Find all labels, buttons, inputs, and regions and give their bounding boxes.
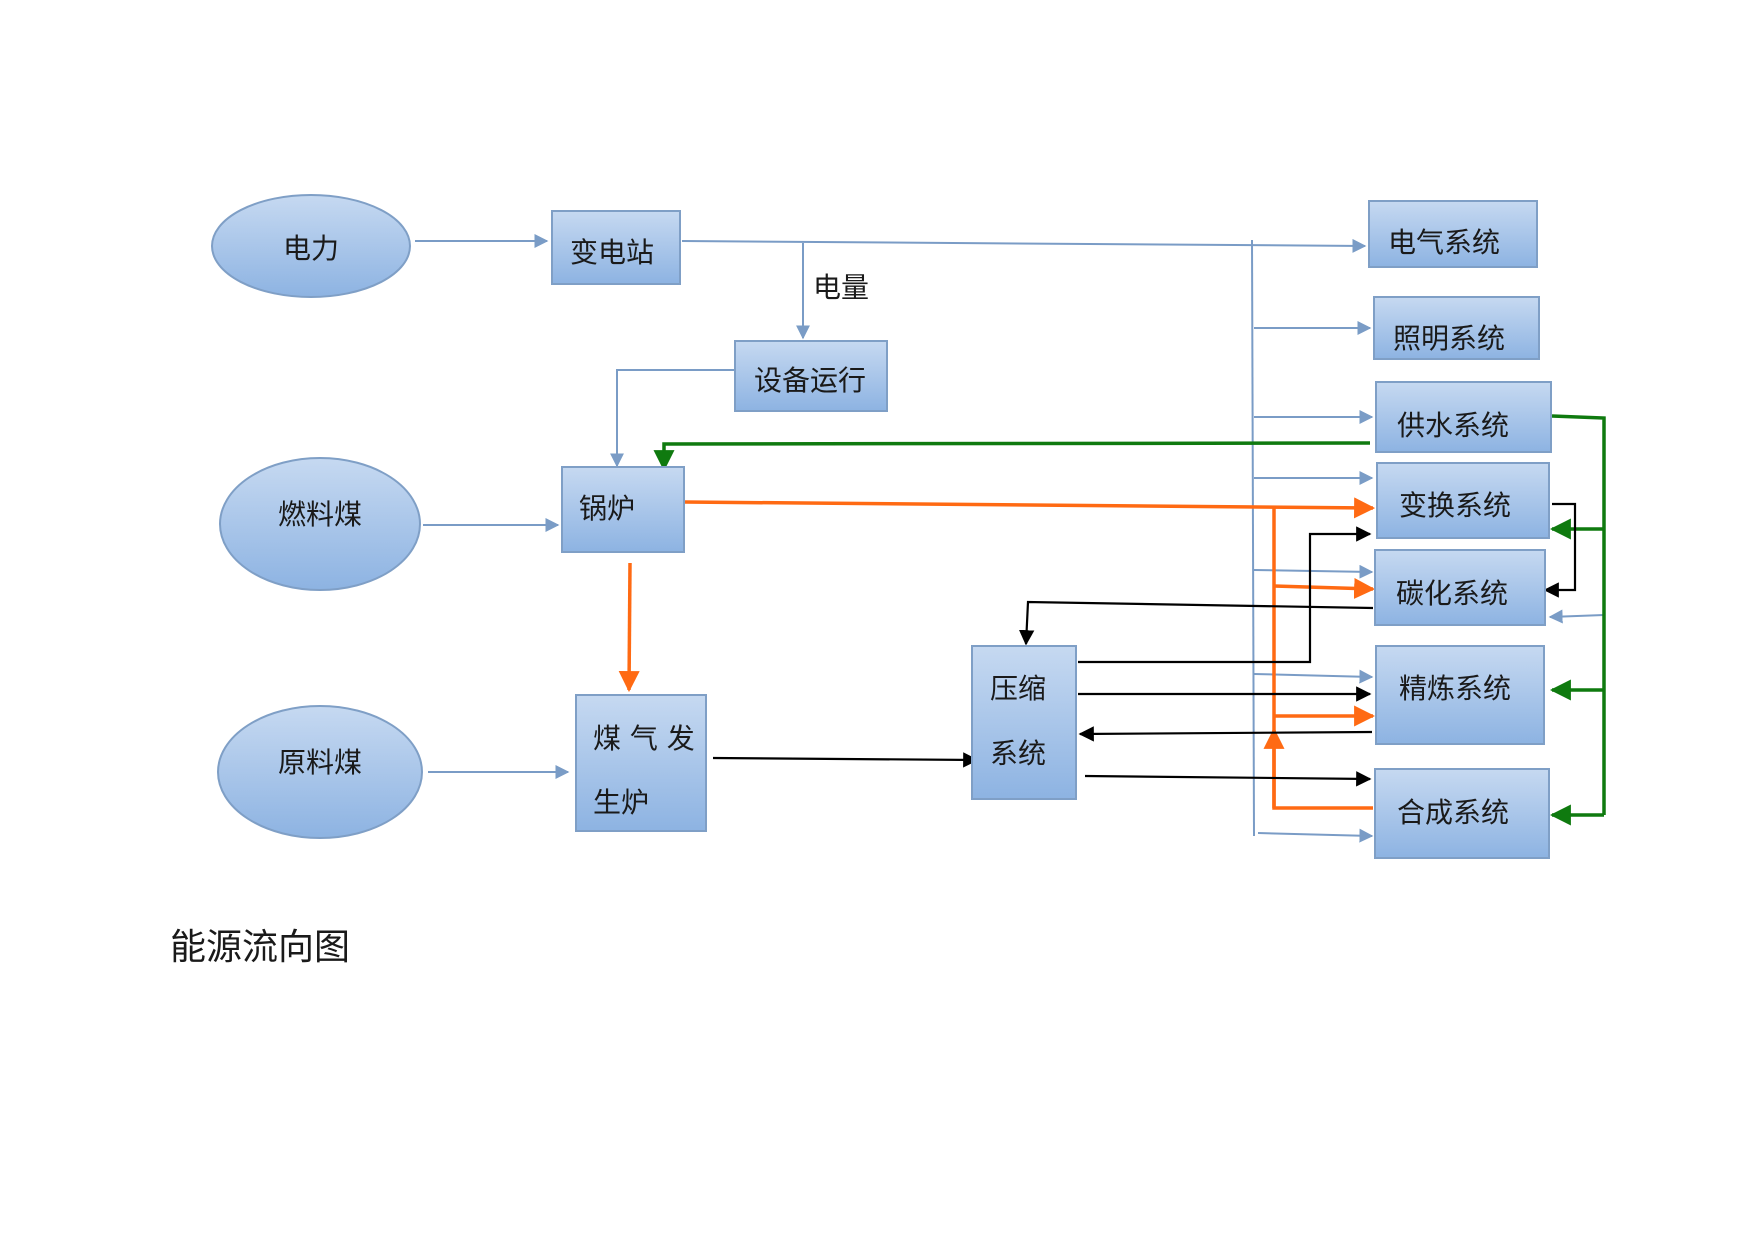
node-electrical-system-label: 电气系统 (1388, 226, 1500, 259)
node-equipment-label: 设备运行 (754, 364, 866, 397)
node-carbonization-system[interactable]: 碳化系统 (1374, 549, 1546, 626)
node-lighting-system[interactable]: 照明系统 (1373, 296, 1540, 360)
node-equipment[interactable]: 设备运行 (734, 340, 888, 412)
edge-steam-carbonization (1273, 577, 1376, 599)
node-compressor[interactable]: 压缩 系统 (971, 645, 1077, 800)
node-conversion-system[interactable]: 变换系统 (1376, 462, 1550, 539)
edge-compressor-conversion (1078, 526, 1372, 664)
node-refining-system[interactable]: 精炼系统 (1375, 645, 1545, 745)
edge-compressor-synthesis (1084, 771, 1372, 787)
edge-distribution-bus (1251, 239, 1255, 837)
node-compressor-label-line2: 系统 (990, 737, 1046, 770)
edge-boiler-conversion (683, 497, 1376, 519)
node-synthesis-system-label: 合成系统 (1397, 796, 1509, 829)
node-electrical-system[interactable]: 电气系统 (1368, 200, 1538, 268)
node-water-system-label: 供水系统 (1397, 409, 1509, 442)
node-substation[interactable]: 变电站 (551, 210, 681, 285)
edge-bus-synthesis (1257, 828, 1374, 843)
node-gasifier-label-line2: 生炉 (593, 786, 649, 819)
node-substation-label: 变电站 (570, 236, 654, 269)
edge-bus-refining (1253, 669, 1374, 684)
black-edges (712, 502, 1577, 787)
diagram-caption: 能源流向图 (170, 927, 351, 968)
edge-substation-electrical (681, 238, 1367, 253)
node-electricity[interactable]: 电力 (211, 194, 411, 298)
node-fuel-coal-label: 燃料煤 (278, 498, 362, 531)
edge-equipment-boiler (610, 369, 735, 468)
node-boiler[interactable]: 锅炉 (561, 466, 685, 553)
node-fuel-coal[interactable]: 燃料煤 (219, 457, 421, 591)
edge-water-boiler (653, 441, 1371, 472)
edge-water-carbonization-return (1548, 609, 1605, 624)
node-gasifier-label-line1: 煤 气 发 (593, 722, 695, 755)
green-edges (653, 414, 1606, 826)
node-raw-coal-label: 原料煤 (278, 746, 362, 779)
edge-conversion-carbonization (1543, 502, 1577, 598)
edge-power-label: 电量 (813, 271, 869, 304)
edge-refining-compressor (1078, 726, 1373, 742)
edge-boiler-gasifier (618, 562, 640, 693)
edge-bus-carbonization (1253, 564, 1374, 579)
edge-gasifier-compressor (712, 752, 979, 768)
node-boiler-label: 锅炉 (579, 492, 635, 525)
node-synthesis-system[interactable]: 合成系统 (1374, 768, 1550, 859)
node-water-system[interactable]: 供水系统 (1375, 381, 1552, 453)
edge-steam-trunk (1272, 506, 1373, 810)
node-refining-system-label: 精炼系统 (1399, 672, 1511, 705)
node-raw-coal[interactable]: 原料煤 (217, 705, 423, 839)
node-electricity-label: 电力 (283, 232, 339, 265)
node-conversion-system-label: 变换系统 (1399, 489, 1511, 522)
edge-carbonization-compressor (1018, 600, 1374, 646)
node-carbonization-system-label: 碳化系统 (1396, 577, 1508, 610)
node-lighting-system-label: 照明系统 (1393, 322, 1505, 355)
node-compressor-label-line1: 压缩 (990, 672, 1046, 705)
edge-water-loop (1551, 414, 1606, 815)
node-gasifier[interactable]: 煤 气 发 生炉 (575, 694, 707, 832)
